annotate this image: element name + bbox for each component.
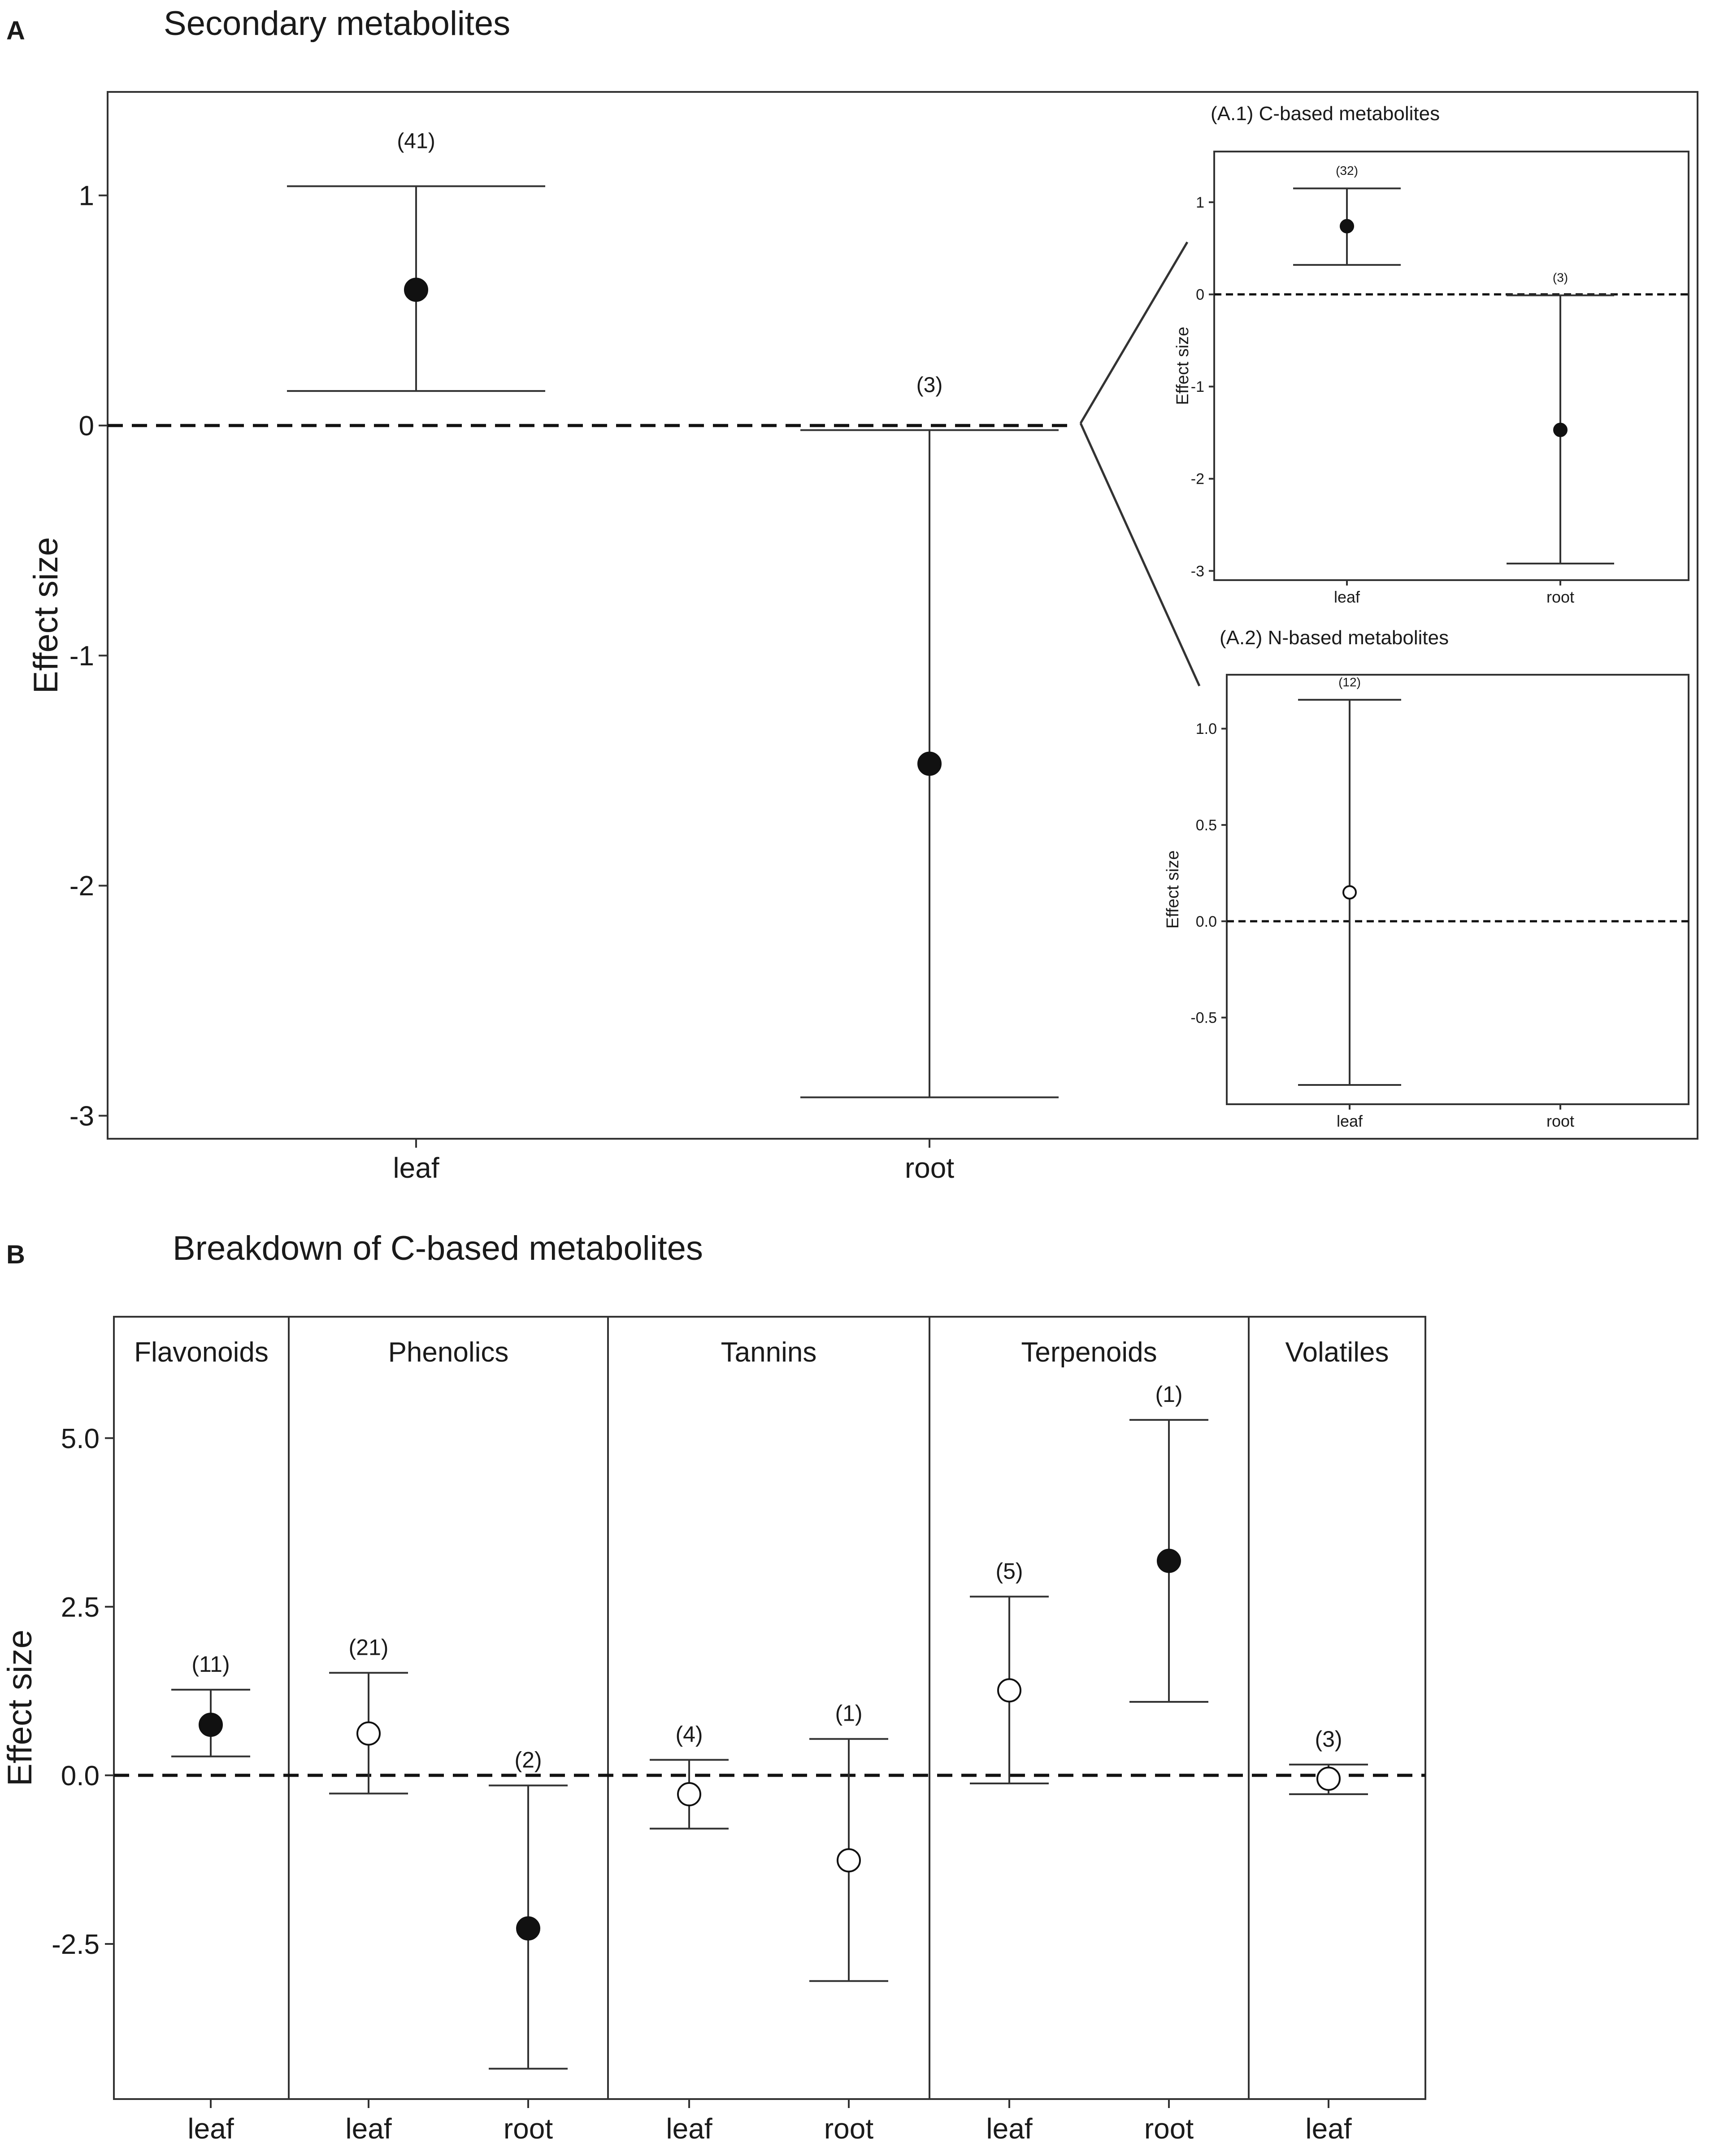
panel-b-facet-label-phenolics: Phenolics bbox=[388, 1337, 509, 1368]
inset-a1-y-axis-label: Effect size bbox=[1173, 327, 1192, 405]
inset-a2-y-tick-label: 1.0 bbox=[1196, 720, 1217, 737]
inset-a1-plot: 1 0 -1 -2 -3 Effect size leaf root (32) (3) bbox=[1173, 164, 1689, 606]
panel-a-x-tick-label: leaf bbox=[393, 1152, 439, 1184]
panel-a-y-tick-label: 1 bbox=[79, 181, 94, 212]
inset-a2-x-tick-label: leaf bbox=[1337, 1112, 1363, 1130]
inset-a2-y-axis-label: Effect size bbox=[1164, 850, 1182, 929]
panel-b-n-label-volatiles-leaf: (3) bbox=[1315, 1727, 1342, 1752]
inset-a1-n-label-root: (3) bbox=[1553, 271, 1568, 285]
inset-a1-point-root bbox=[1553, 422, 1568, 437]
panel-b-x-tick-label: root bbox=[824, 2113, 874, 2145]
inset-a1-y-tick-label: 0 bbox=[1196, 286, 1204, 304]
panel-b-x-tick-label: root bbox=[504, 2113, 553, 2145]
inset-a2-title: (A.2) N-based metabolites bbox=[1220, 627, 1449, 649]
panel-b-frame bbox=[113, 1316, 1426, 2100]
inset-a1-x-tick-label: root bbox=[1546, 588, 1574, 606]
panel-b-n-label-phenolics-leaf: (21) bbox=[349, 1635, 389, 1660]
panel-b-plot: 5.0 2.5 0.0 -2.5 Effect size Flavonoids (11) le… bbox=[1, 1317, 1425, 2145]
panel-a-n-label-leaf: (41) bbox=[397, 129, 435, 153]
panel-b-facet-label-tannins: Tannins bbox=[721, 1337, 817, 1368]
inset-a1-y-tick-label: -1 bbox=[1191, 378, 1204, 395]
panel-a-frame bbox=[107, 91, 1698, 1140]
panel-b-point-flavonoids-leaf bbox=[199, 1713, 223, 1737]
panel-a-y-tick-label: -1 bbox=[69, 641, 94, 672]
inset-a2-point-leaf bbox=[1342, 885, 1357, 900]
panel-b-facet-label-terpenoids: Terpenoids bbox=[1021, 1337, 1157, 1368]
panel-a-point-root bbox=[917, 751, 942, 776]
panel-b-y-tick-label: -2.5 bbox=[52, 1929, 100, 1960]
panel-a-y-tick-label: -3 bbox=[69, 1101, 94, 1132]
inset-a1-title: (A.1) C-based metabolites bbox=[1211, 103, 1440, 125]
panel-b-n-label-tannins-leaf: (4) bbox=[675, 1722, 703, 1747]
panel-a-y-axis-label: Effect size bbox=[27, 537, 65, 694]
panel-b-y-axis-label: Effect size bbox=[1, 1630, 39, 1786]
panel-b-point-terpenoids-root bbox=[1157, 1549, 1181, 1573]
inset-a2-y-tick-label: 0.5 bbox=[1196, 817, 1217, 834]
panel-b-y-tick-label: 5.0 bbox=[61, 1423, 100, 1454]
inset-a2-plot: 1.0 0.5 0.0 -0.5 Effect size leaf root (12) bbox=[1164, 675, 1689, 1130]
inset-a2-y-tick-label: -0.5 bbox=[1190, 1010, 1217, 1027]
inset-a1-frame bbox=[1213, 151, 1689, 581]
panel-b-n-label-terpenoids-root: (1) bbox=[1155, 1382, 1182, 1407]
panel-b-x-tick-label: leaf bbox=[986, 2113, 1032, 2145]
inset-a1-y-tick-label: -3 bbox=[1191, 563, 1204, 580]
panel-a-plot: 1 0 -1 -2 -3 Effect size leaf root (41) (3) bbox=[27, 129, 1076, 1184]
panel-a-y-tick-label: 0 bbox=[79, 411, 94, 442]
panel-b-x-tick-label: leaf bbox=[345, 2113, 391, 2145]
inset-a1-y-tick-label: -2 bbox=[1191, 471, 1204, 488]
panel-a-title: Secondary metabolites bbox=[164, 4, 510, 43]
panel-b-n-label-terpenoids-leaf: (5) bbox=[995, 1558, 1023, 1583]
panel-b-point-tannins-leaf bbox=[677, 1782, 701, 1807]
panel-a-y-tick-label: -2 bbox=[69, 871, 94, 902]
panel-b-y-tick-label: 2.5 bbox=[61, 1592, 100, 1623]
panel-b-point-tannins-root bbox=[837, 1848, 861, 1873]
panel-b-n-label-tannins-root: (1) bbox=[835, 1701, 862, 1726]
panel-b-n-label-phenolics-root: (2) bbox=[514, 1747, 542, 1772]
panel-a-n-label-root: (3) bbox=[916, 373, 943, 397]
inset-a2-n-label-leaf: (12) bbox=[1338, 675, 1361, 689]
panel-b-facet-label-flavonoids: Flavonoids bbox=[134, 1337, 269, 1368]
panel-b-label: B bbox=[6, 1240, 25, 1269]
zoom-connector-upper bbox=[1079, 241, 1189, 424]
inset-a1-n-label-leaf: (32) bbox=[1336, 164, 1358, 178]
panel-b-title: Breakdown of C-based metabolites bbox=[173, 1229, 703, 1267]
panel-a-label: A bbox=[6, 16, 25, 45]
panel-b-x-tick-label: root bbox=[1144, 2113, 1194, 2145]
inset-a2-y-tick-label: 0.0 bbox=[1196, 913, 1217, 930]
panel-b-point-phenolics-root bbox=[516, 1916, 540, 1941]
panel-b-point-volatiles-leaf bbox=[1316, 1766, 1341, 1791]
panel-b-point-terpenoids-leaf bbox=[997, 1678, 1021, 1703]
inset-a2-x-tick-label: root bbox=[1546, 1112, 1574, 1130]
inset-a1-point-leaf bbox=[1340, 219, 1354, 234]
panel-b-x-tick-label: leaf bbox=[1305, 2113, 1351, 2145]
inset-a1-x-tick-label: leaf bbox=[1334, 588, 1360, 606]
panel-b-n-label-flavonoids-leaf: (11) bbox=[191, 1652, 230, 1677]
panel-b-y-tick-label: 0.0 bbox=[61, 1761, 100, 1792]
panel-b-point-phenolics-leaf bbox=[356, 1721, 381, 1746]
inset-a2-frame bbox=[1226, 674, 1689, 1105]
panel-b-x-tick-label: leaf bbox=[666, 2113, 712, 2145]
zoom-connector-lower bbox=[1079, 422, 1201, 687]
panel-a-x-tick-label: root bbox=[905, 1152, 955, 1184]
panel-b-x-tick-label: leaf bbox=[187, 2113, 234, 2145]
panel-a-point-leaf bbox=[404, 278, 428, 302]
panel-b-facet-label-volatiles: Volatiles bbox=[1285, 1337, 1389, 1368]
inset-a1-y-tick-label: 1 bbox=[1196, 194, 1204, 211]
